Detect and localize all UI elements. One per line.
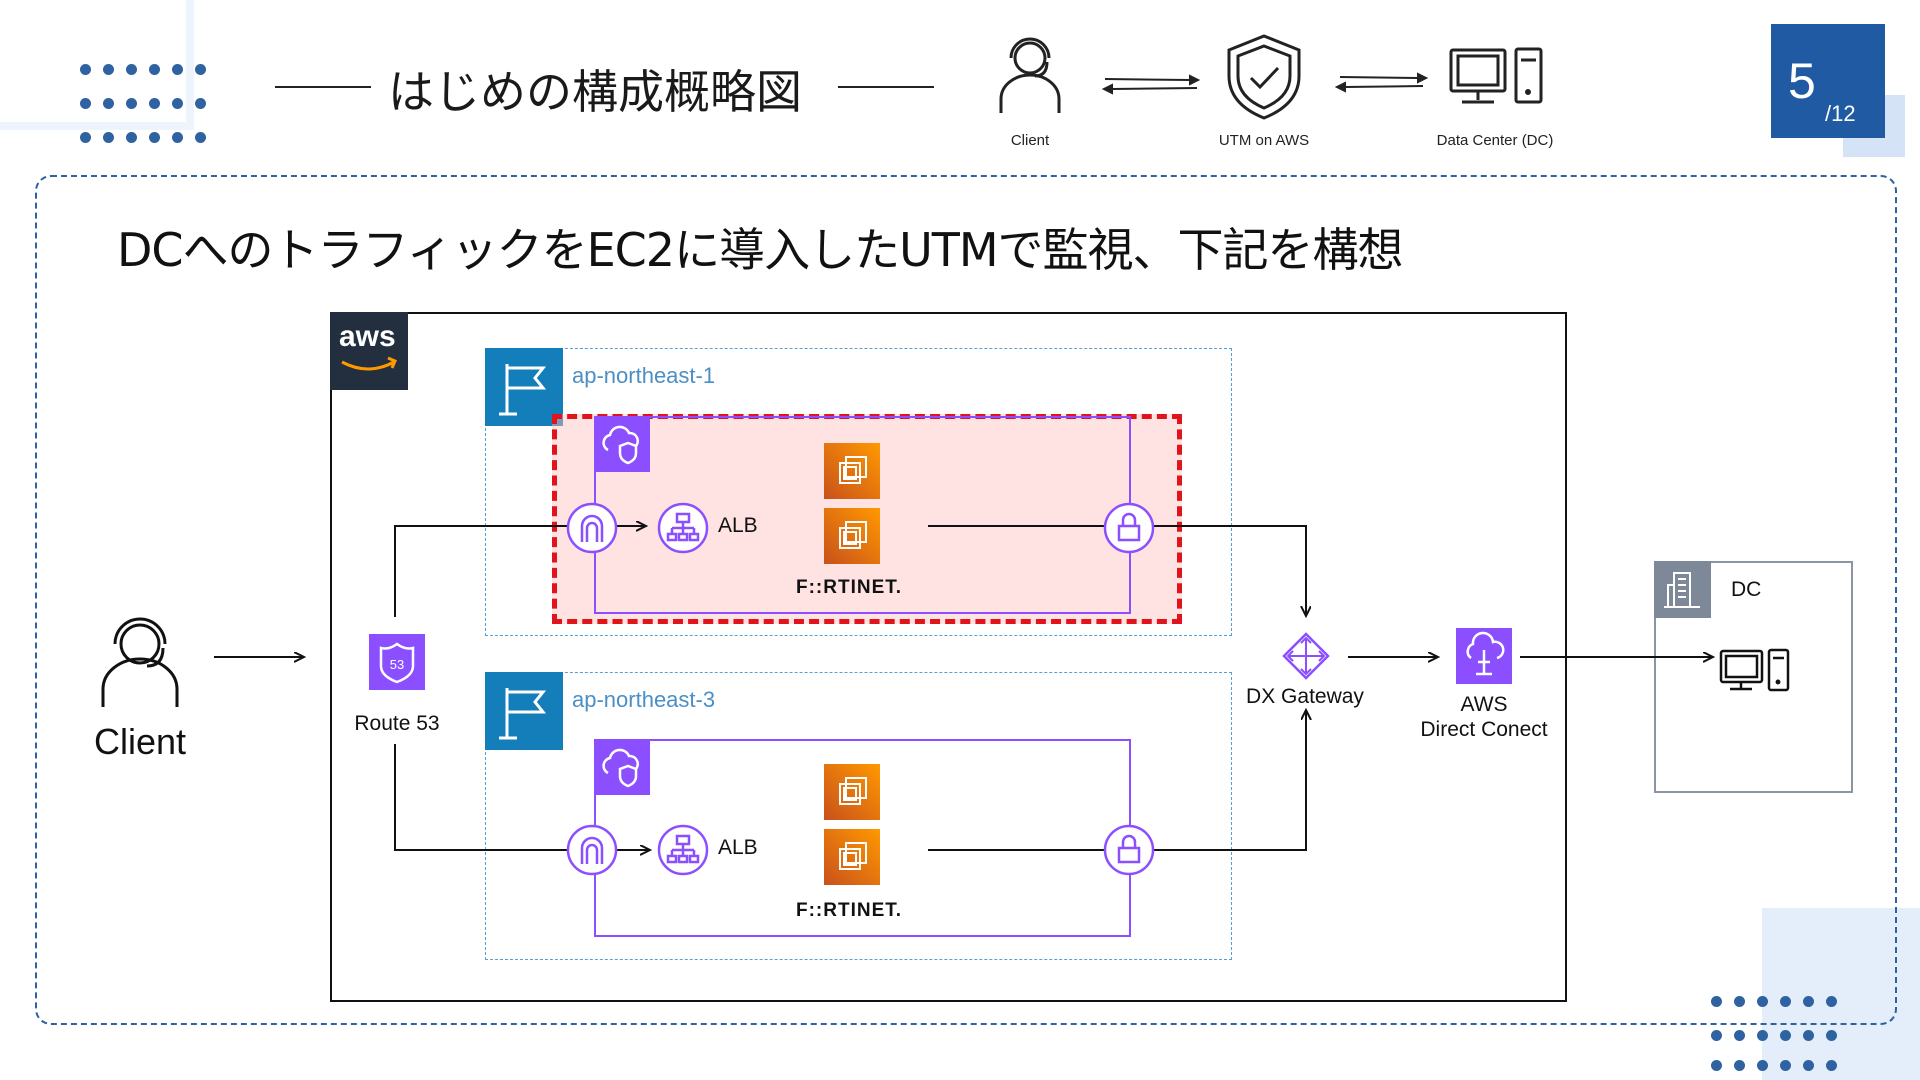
title-rule-left (275, 86, 371, 88)
region-flag-icon (485, 672, 563, 750)
ec2-instance-icon (824, 508, 880, 564)
direct-connect-label-1: AWS (1460, 693, 1508, 716)
header-utm-label: UTM on AWS (1218, 132, 1310, 149)
vpc-icon-3 (594, 739, 650, 795)
ec2-instance-icon (824, 764, 880, 820)
region3-to-dxgw-line (928, 710, 1306, 851)
direct-connect-icon (1456, 628, 1512, 684)
header-client-label: Client (1010, 132, 1050, 149)
direct-connect-label-2: Direct Conect (1420, 718, 1548, 741)
client-headset-icon (101, 617, 179, 707)
flag-icon (499, 688, 547, 740)
dot-grid-top-left (80, 64, 220, 144)
data-center-box (1654, 561, 1853, 793)
fortinet-logo-3: F::RTINET. (796, 900, 903, 921)
region1-to-dxgw-line (928, 525, 1306, 616)
route53-label: Route 53 (354, 712, 440, 735)
region-ap-northeast-1 (485, 348, 1232, 636)
aws-logo-text: aws (339, 320, 396, 353)
vpn-gateway-icon (1103, 502, 1155, 554)
dot-grid-bottom-right (1711, 996, 1851, 1076)
region-ap-northeast-3 (485, 672, 1232, 960)
page-total: /12 (1825, 101, 1856, 126)
content-frame (35, 175, 1897, 1025)
route53-to-region1-line (394, 526, 646, 617)
header-dc-label: Data Center (DC) (1436, 132, 1554, 149)
dc-computer-icon (1719, 648, 1790, 692)
region-flag-icon (485, 348, 563, 426)
title-rule-right (838, 86, 934, 88)
dc-label: DC (1731, 578, 1762, 601)
ec2-instance-icon (824, 829, 880, 885)
headline: DCへのトラフィックをEC2に導入したUTMで監視、下記を構想 (117, 223, 1404, 277)
decor-square-bottom-right (1762, 908, 1920, 1080)
slide-title: はじめの構成概略図 (388, 65, 802, 119)
fortinet-logo-1: F::RTINET. (796, 577, 903, 598)
route53-to-region3-line (394, 744, 650, 850)
vpn-gateway-icon (1103, 824, 1155, 876)
vpc-icon-1 (594, 416, 650, 472)
cloud-shield-icon (602, 748, 639, 788)
region-label-3: ap-northeast-3 (572, 687, 716, 712)
page-number-badge: 5 /12 (1771, 24, 1885, 138)
building-icon (1654, 561, 1711, 618)
cloud-shield-icon (602, 425, 639, 465)
alb-label-1: ALB (718, 514, 758, 537)
headset-user-icon (999, 37, 1061, 113)
internet-gateway-icon (566, 824, 618, 876)
shield-check-icon (1227, 34, 1301, 120)
aws-logo: aws (330, 312, 408, 390)
client-label: Client (93, 721, 187, 762)
region-label-1: ap-northeast-1 (572, 363, 716, 388)
dx-gateway-label: DX Gateway (1246, 685, 1364, 708)
alb-label-3: ALB (718, 836, 758, 859)
aws-smile-icon (341, 356, 397, 371)
route53-badge: 53 (390, 657, 404, 672)
ec2-instance-icon (824, 443, 880, 499)
desktop-computer-icon (1449, 47, 1543, 104)
page-current: 5 (1788, 53, 1816, 109)
flag-icon (499, 364, 547, 416)
route53-icon: 53 (369, 634, 425, 690)
internet-gateway-icon (566, 502, 618, 554)
